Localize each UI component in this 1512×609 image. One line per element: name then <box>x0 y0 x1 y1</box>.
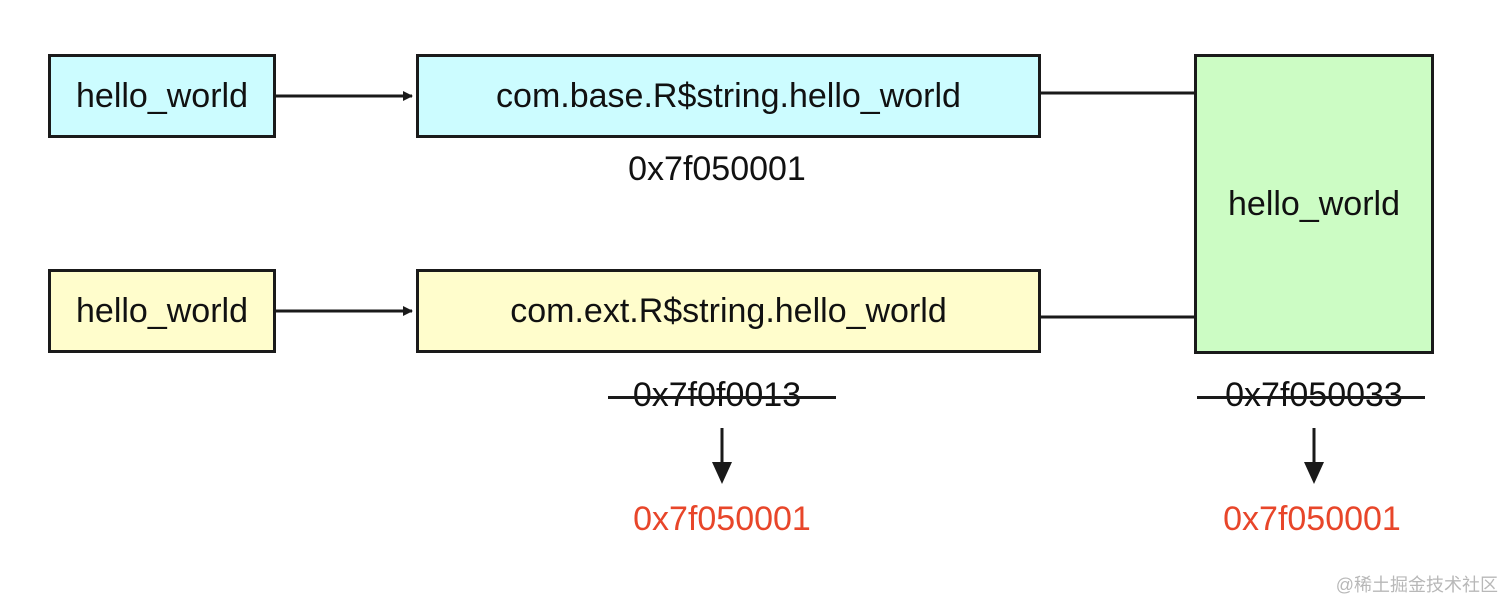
base-id-label: 0x7f050001 <box>628 150 806 188</box>
ext-key-box: hello_world <box>48 269 276 353</box>
ext-new-id-label: 0x7f050001 <box>633 500 811 538</box>
resource-box: hello_world <box>1194 54 1434 354</box>
ext-old-id-label: 0x7f0f0013 <box>632 376 802 414</box>
ext-rfield-box: com.ext.R$string.hello_world <box>416 269 1041 353</box>
watermark: @稀土掘金技术社区 <box>1335 575 1498 595</box>
ext-old-id-strikethrough <box>608 396 836 399</box>
arrow-resource-id-remap-head <box>1304 462 1324 484</box>
resource-new-id-label: 0x7f050001 <box>1223 500 1401 538</box>
resource-old-id-label: 0x7f050033 <box>1225 376 1403 414</box>
resource-old-id-strikethrough <box>1197 396 1425 399</box>
base-key-box: hello_world <box>48 54 276 138</box>
arrow-ext-id-remap-head <box>712 462 732 484</box>
base-rfield-box: com.base.R$string.hello_world <box>416 54 1041 138</box>
